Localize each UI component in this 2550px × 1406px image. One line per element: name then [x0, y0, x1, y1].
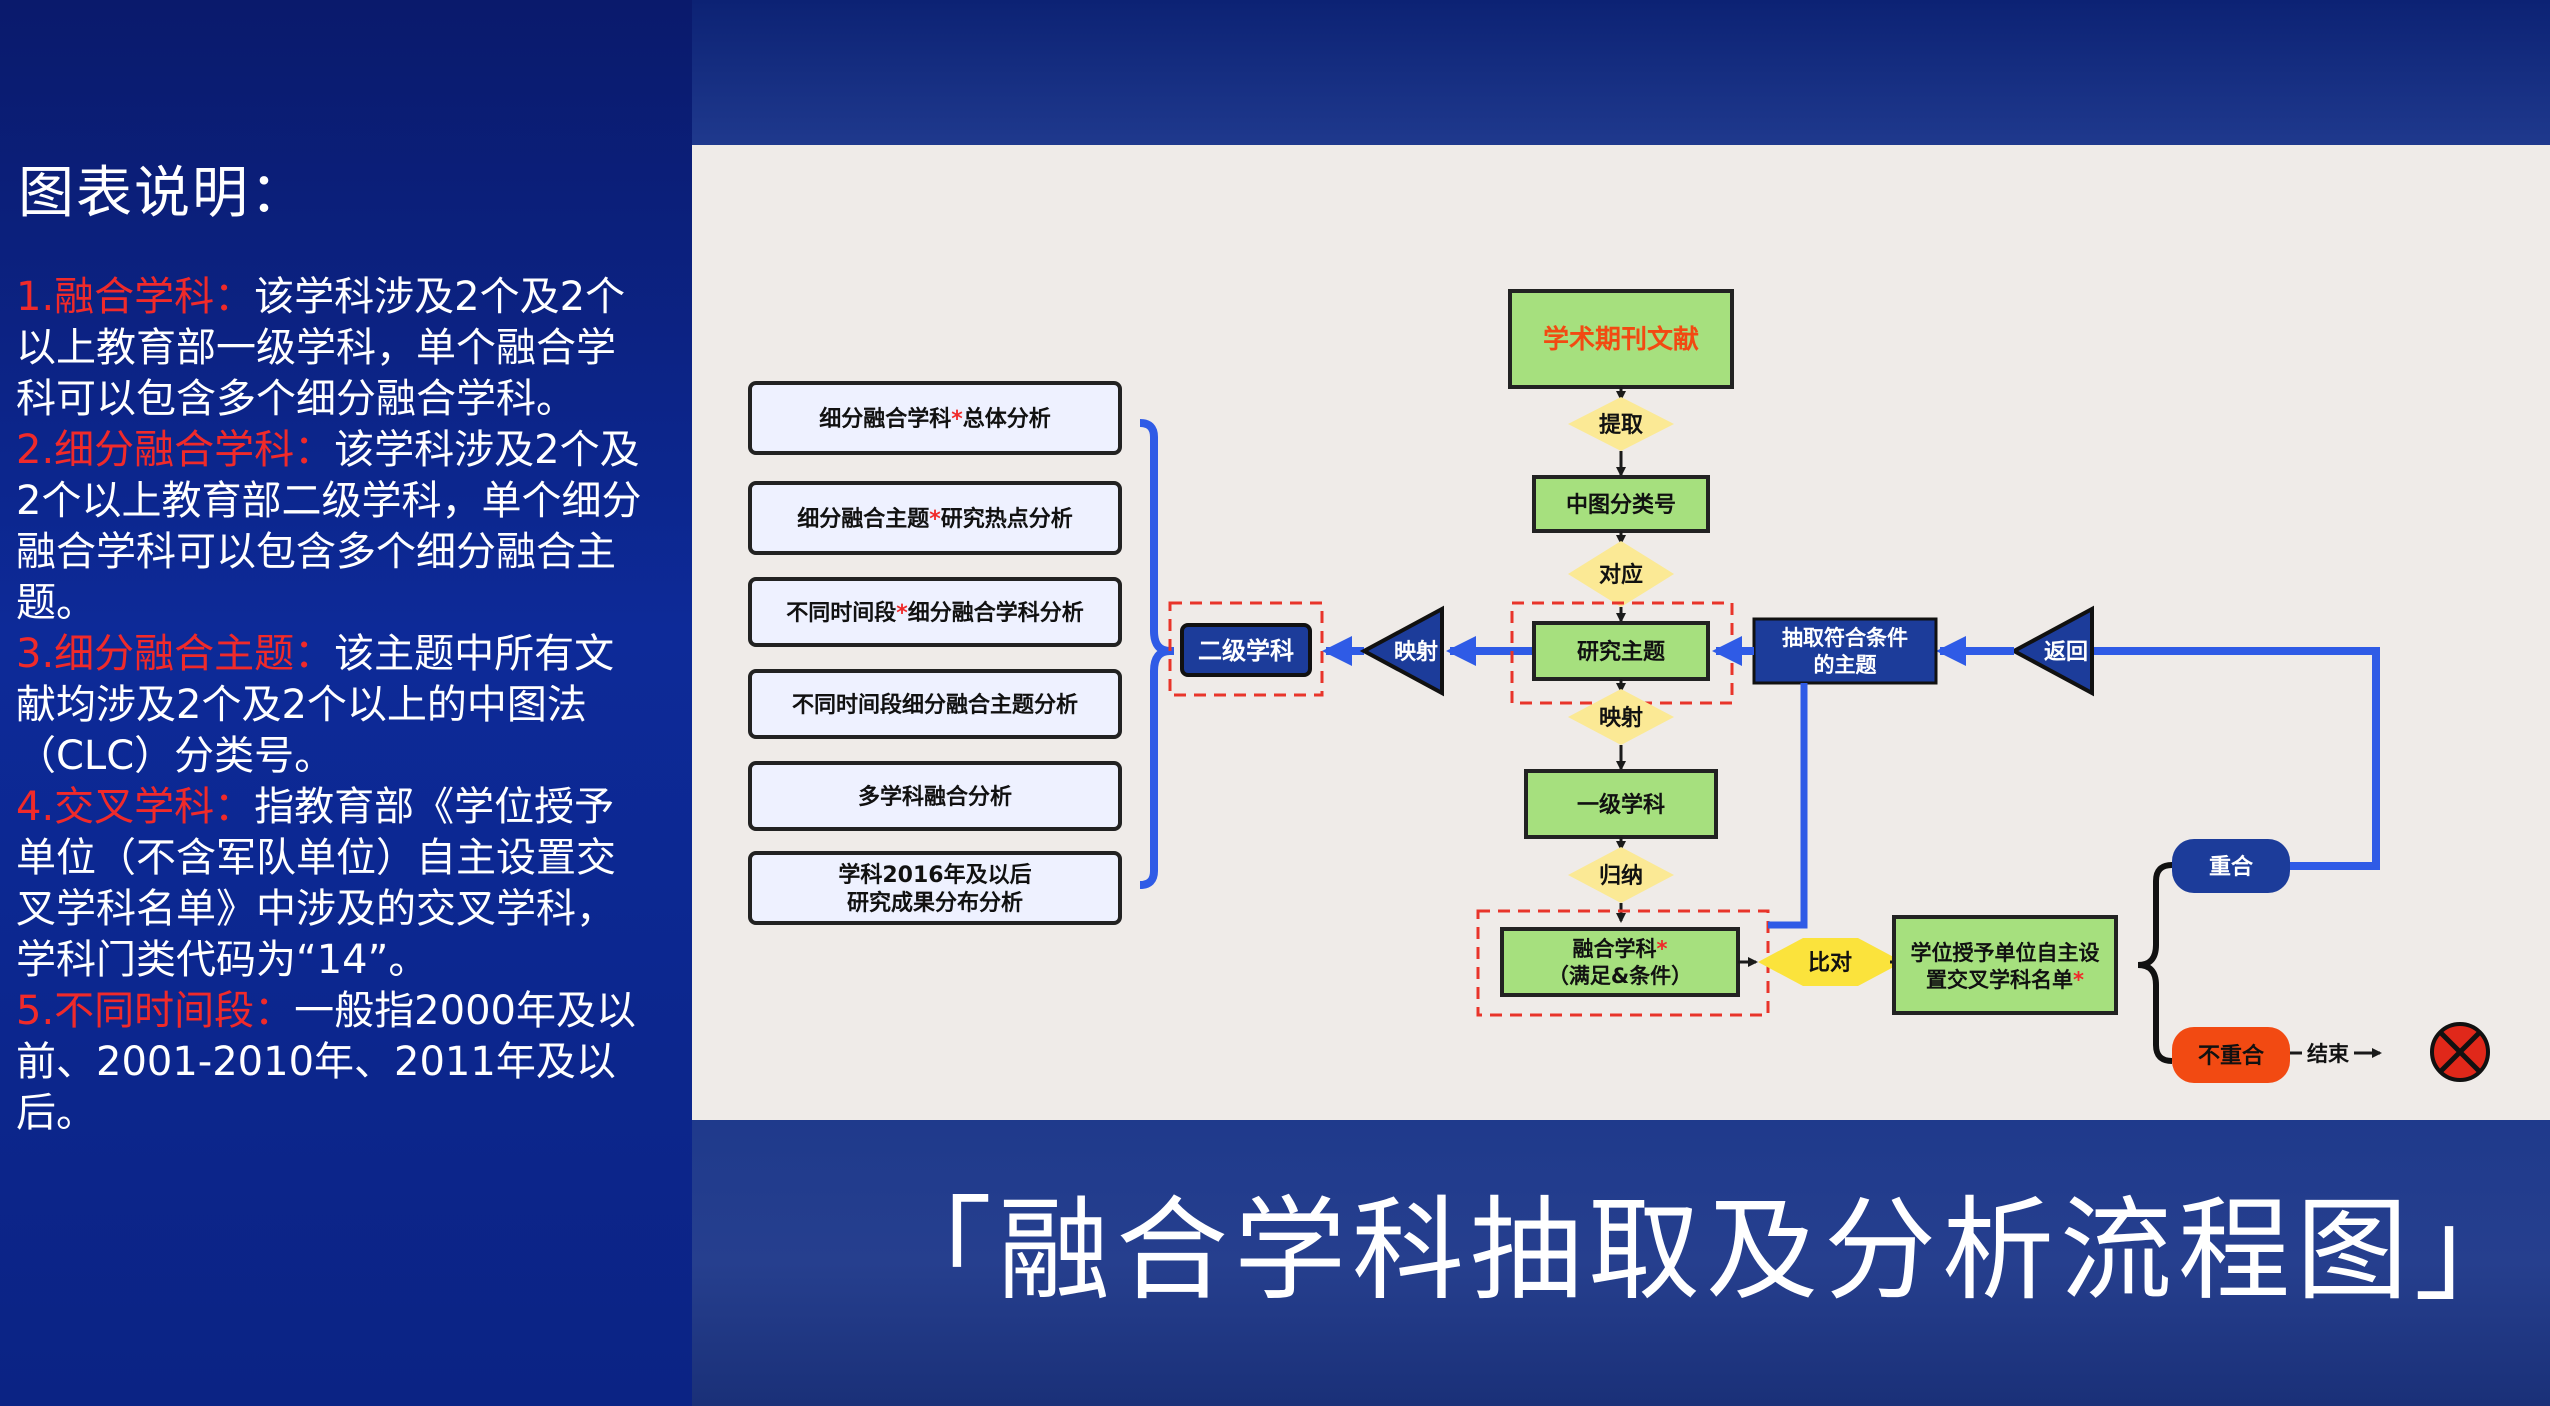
svg-text:中图分类号: 中图分类号 [1566, 493, 1676, 518]
decision-bracket [2137, 862, 2173, 1064]
map-down-diamond: 映射 [1568, 689, 1674, 745]
explanation-panel: 图表说明： 1.融合学科：该学科涉及2个及2个以上教育部一级学科，单个融合学科可… [0, 0, 692, 1406]
svg-text:学科2016年及以后: 学科2016年及以后 [838, 862, 1031, 888]
fusion-discipline-node: 融合学科* （满足&条件） [1500, 927, 1740, 997]
explanation-notes: 1.融合学科：该学科涉及2个及2个以上教育部一级学科，单个融合学科可以包含多个细… [16, 272, 646, 1139]
svg-text:一级学科: 一级学科 [1577, 792, 1665, 818]
svg-text:多学科融合分析: 多学科融合分析 [858, 784, 1012, 810]
induce-diamond: 归纳 [1568, 847, 1674, 903]
note-text: 该学科涉及2个及2个以上教育部二级学科，单个细分融合学科可以包含多个细分融合主题… [16, 427, 642, 626]
end-label: 结束 [2307, 1042, 2350, 1066]
correspond-diamond: 对应 [1568, 541, 1674, 607]
svg-text:融合学科*: 融合学科* [1573, 937, 1668, 961]
diagram-caption: 「融合学科抽取及分析流程图」 [880, 1186, 2532, 1316]
cross-discipline-list-node: 学位授予单位自主设 置交叉学科名单* [1892, 915, 2118, 1015]
analysis-item: 不同时间段细分融合主题分析 [748, 669, 1122, 739]
svg-text:细分融合主题*研究热点分析: 细分融合主题*研究热点分析 [797, 506, 1073, 532]
note-item: 4.交叉学科：指教育部《学位授予单位（不含军队单位）自主设置交叉学科名单》中涉及… [16, 782, 646, 986]
note-label: 3.细分融合主题： [16, 631, 335, 677]
map-left-triangle: 映射 [1359, 605, 1444, 697]
svg-text:的主题: 的主题 [1814, 653, 1878, 677]
analysis-item: 细分融合学科*总体分析 [748, 381, 1122, 455]
end-cross-icon [2430, 1022, 2490, 1082]
note-label: 4.交叉学科： [16, 784, 255, 830]
analysis-item: 不同时间段*细分融合学科分析 [748, 577, 1122, 647]
note-item: 5.不同时间段：一般指2000年及以前、2001-2010年、2011年及以后。 [16, 986, 646, 1139]
svg-text:二级学科: 二级学科 [1198, 637, 1294, 665]
note-label: 1.融合学科： [16, 274, 255, 320]
svg-text:研究成果分布分析: 研究成果分布分析 [847, 890, 1023, 916]
extract-diamond: 提取 [1568, 397, 1674, 451]
svg-text:不同时间段细分融合主题分析: 不同时间段细分融合主题分析 [792, 692, 1078, 718]
analysis-bracket [1139, 419, 1171, 889]
extract-topic-node: 抽取符合条件 的主题 [1752, 617, 1938, 685]
svg-text:比对: 比对 [1808, 951, 1852, 976]
svg-text:研究主题: 研究主题 [1577, 639, 1666, 665]
note-text: 该主题中所有文献均涉及2个及2个以上的中图法（CLC）分类号。 [16, 631, 615, 779]
note-item: 2.细分融合学科：该学科涉及2个及2个以上教育部二级学科，单个细分融合学科可以包… [16, 425, 646, 629]
secondary-discipline-node: 二级学科 [1180, 623, 1312, 677]
journal-literature-node: 学术期刊文献 [1508, 289, 1734, 389]
flowchart-diagram: 细分融合学科*总体分析 细分融合主题*研究热点分析 不同时间段*细分融合学科分析… [748, 289, 2490, 1083]
analysis-item: 细分融合主题*研究热点分析 [748, 481, 1122, 555]
note-label: 5.不同时间段： [16, 988, 295, 1034]
svg-text:学术期刊文献: 学术期刊文献 [1543, 324, 1699, 355]
note-item: 1.融合学科：该学科涉及2个及2个以上教育部一级学科，单个融合学科可以包含多个细… [16, 272, 646, 425]
research-topic-node: 研究主题 [1532, 621, 1710, 681]
svg-text:返回: 返回 [2044, 640, 2088, 665]
compare-diamond: 比对 [1758, 938, 1903, 986]
svg-text:不重合: 不重合 [2198, 1043, 2265, 1069]
svg-text:对应: 对应 [1599, 562, 1643, 588]
return-triangle: 返回 [2009, 605, 2094, 697]
svg-text:归纳: 归纳 [1599, 863, 1643, 889]
svg-text:映射: 映射 [1599, 705, 1643, 731]
note-label: 2.细分融合学科： [16, 427, 335, 473]
primary-discipline-node: 一级学科 [1524, 769, 1718, 839]
not-coincide-node: 不重合 [2172, 1027, 2290, 1083]
svg-text:置交叉学科名单*: 置交叉学科名单* [1926, 968, 2084, 992]
svg-text:重合: 重合 [2209, 854, 2254, 880]
note-item: 3.细分融合主题：该主题中所有文献均涉及2个及2个以上的中图法（CLC）分类号。 [16, 629, 646, 782]
svg-text:细分融合学科*总体分析: 细分融合学科*总体分析 [819, 406, 1051, 432]
analysis-item: 多学科融合分析 [748, 761, 1122, 831]
dashed-frame [1168, 601, 1324, 697]
coincide-node: 重合 [2172, 839, 2290, 893]
note-text: 指教育部《学位授予单位（不含军队单位）自主设置交叉学科名单》中涉及的交叉学科，学… [16, 784, 616, 983]
note-text: 该学科涉及2个及2个以上教育部一级学科，单个融合学科可以包含多个细分融合学科。 [16, 274, 626, 422]
svg-text:不同时间段*细分融合学科分析: 不同时间段*细分融合学科分析 [786, 600, 1084, 626]
caption-band [692, 1120, 2550, 1406]
svg-text:学位授予单位自主设: 学位授予单位自主设 [1911, 941, 2100, 965]
svg-text:映射: 映射 [1394, 639, 1438, 665]
svg-text:提取: 提取 [1599, 412, 1643, 438]
explanation-title: 图表说明： [18, 161, 308, 226]
flow-arrow [2092, 647, 2380, 870]
svg-text:抽取符合条件: 抽取符合条件 [1782, 626, 1908, 650]
analysis-item: 学科2016年及以后 研究成果分布分析 [748, 851, 1122, 925]
svg-text:（满足&条件）: （满足&条件） [1548, 964, 1692, 988]
note-text: 一般指2000年及以前、2001-2010年、2011年及以后。 [16, 988, 636, 1136]
flowchart-panel: 细分融合学科*总体分析 细分融合主题*研究热点分析 不同时间段*细分融合学科分析… [692, 145, 2550, 1120]
flow-arrow [1768, 683, 1808, 929]
clc-code-node: 中图分类号 [1532, 475, 1710, 533]
